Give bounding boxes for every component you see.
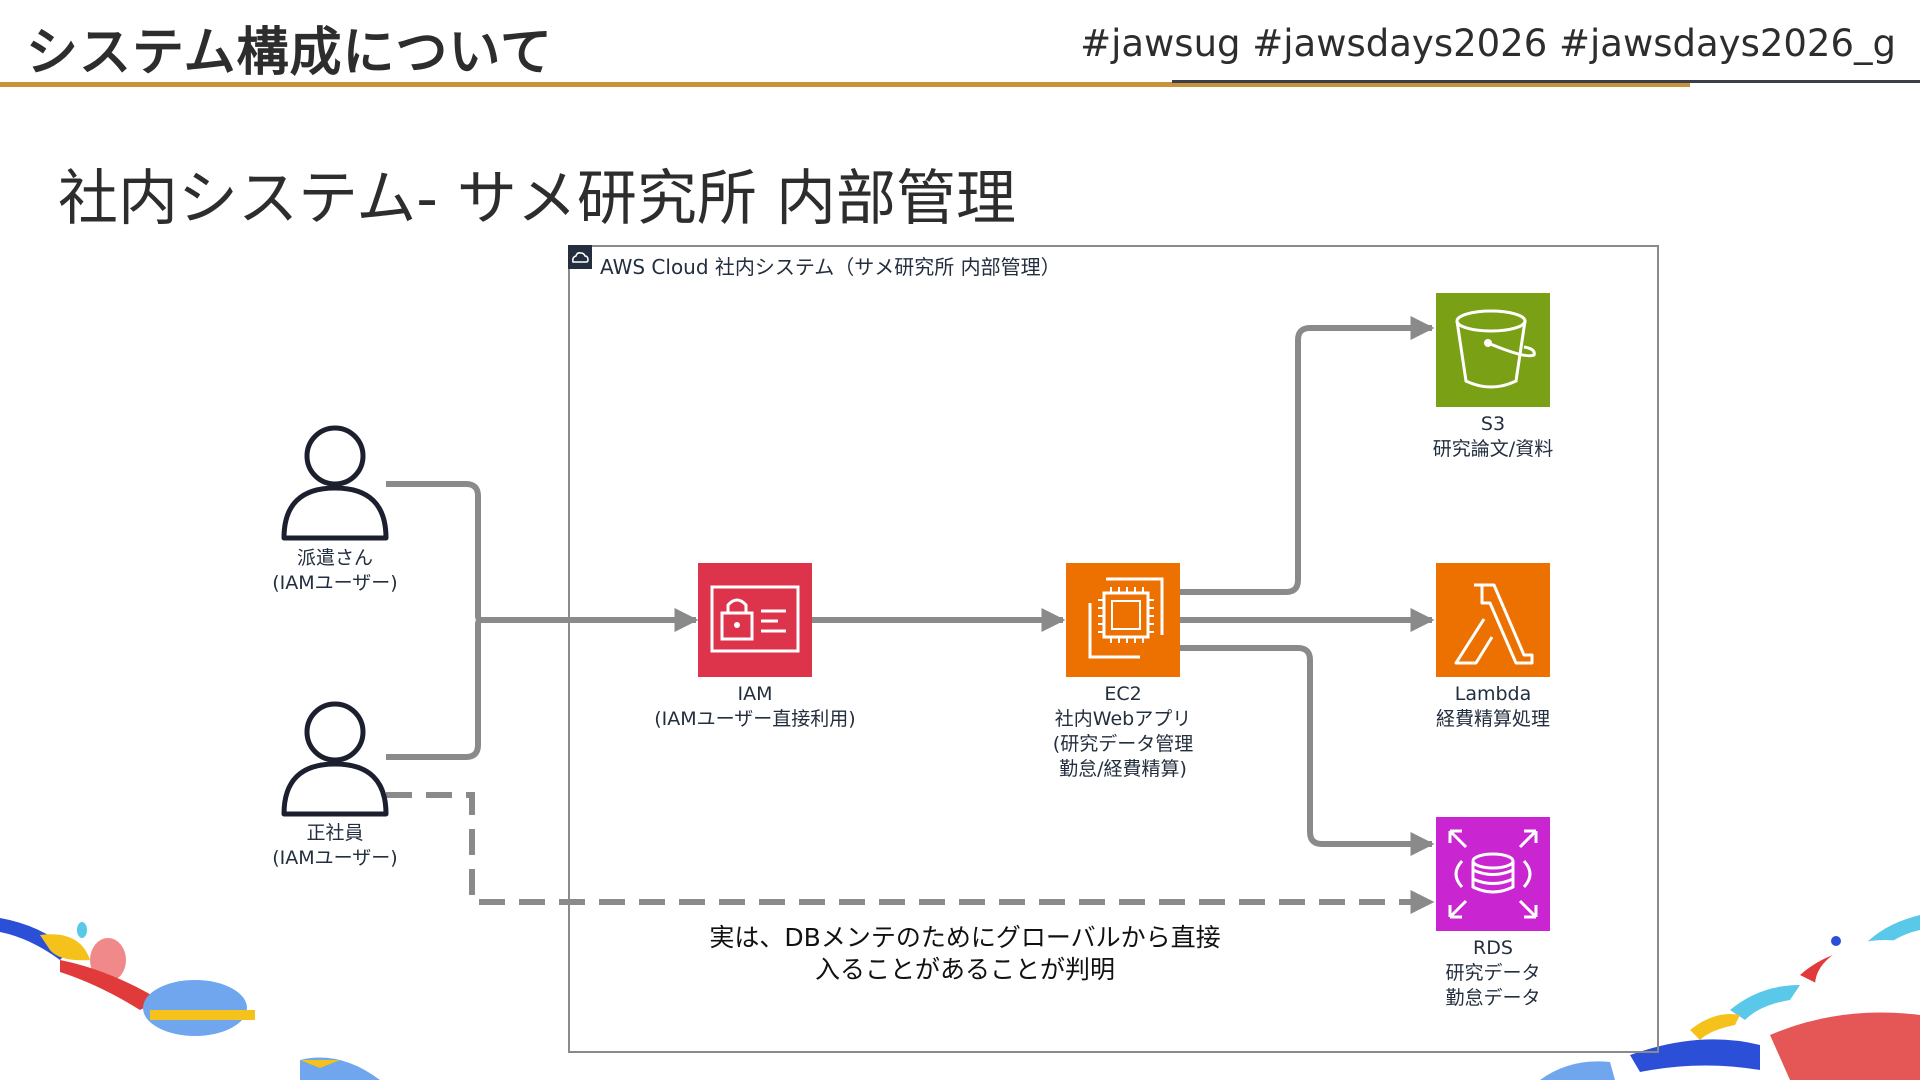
- aws-cloud-label: AWS Cloud 社内システム（サメ研究所 内部管理）: [600, 255, 1061, 279]
- service-name: RDS: [1473, 937, 1513, 959]
- slide-subtitle: 社内システム- サメ研究所 内部管理: [58, 164, 1016, 234]
- service-desc: (IAMユーザー直接利用): [654, 708, 856, 730]
- confetti-bottom-left: [0, 918, 380, 1080]
- aws-cloud-icon: [568, 245, 592, 269]
- arrow-employee-to-rds-dashed: [386, 792, 1435, 914]
- arrow-temp-to-iam: [386, 481, 699, 632]
- actor-role: (IAMユーザー): [272, 847, 398, 869]
- service-desc: (研究データ管理: [1052, 733, 1194, 755]
- arrow-employee-to-iam: [386, 617, 483, 760]
- rds-icon: [1436, 817, 1550, 931]
- note-line: 実は、DBメンテのためにグローバルから直接: [709, 923, 1221, 952]
- service-desc: 研究論文/資料: [1432, 438, 1554, 460]
- actor-temp-staff-label: 派遣さん (IAMユーザー): [240, 546, 430, 596]
- confetti-bottom-right: [1540, 915, 1920, 1080]
- note-line: 入ることがあることが判明: [814, 955, 1115, 984]
- aws-cloud-group: [568, 245, 1659, 1053]
- ec2-caption: EC2 社内Webアプリ (研究データ管理 勤怠/経費精算): [1003, 682, 1243, 782]
- header-rule-dark: [1172, 80, 1920, 83]
- rds-caption: RDS 研究データ 勤怠データ: [1393, 936, 1593, 1011]
- lambda-caption: Lambda 経費精算処理: [1393, 682, 1593, 732]
- service-name: IAM: [737, 683, 773, 705]
- service-desc: 勤怠データ: [1445, 987, 1541, 1009]
- service-desc: 研究データ: [1445, 962, 1541, 984]
- actor-employee-label: 正社員 (IAMユーザー): [240, 821, 430, 871]
- service-desc: 勤怠/経費精算): [1059, 758, 1187, 780]
- ec2-icon: [1066, 563, 1180, 677]
- service-name: EC2: [1104, 683, 1142, 705]
- lambda-icon: [1436, 563, 1550, 677]
- s3-bucket-icon: [1436, 293, 1550, 407]
- header-rule-orange: [0, 82, 1690, 87]
- service-name: S3: [1480, 413, 1506, 435]
- s3-caption: S3 研究論文/資料: [1393, 412, 1593, 462]
- actor-role: (IAMユーザー): [272, 572, 398, 594]
- service-desc: 経費精算処理: [1435, 708, 1550, 730]
- header-title: システム構成について: [26, 23, 553, 83]
- service-desc: 社内Webアプリ: [1054, 708, 1192, 730]
- user-icon: [281, 425, 389, 541]
- iam-caption: IAM (IAMユーザー直接利用): [620, 682, 890, 732]
- arrow-ec2-to-s3: [1180, 316, 1435, 595]
- global-access-note: 実は、DBメンテのためにグローバルから直接 入ることがあることが判明: [680, 922, 1250, 986]
- actor-name: 正社員: [306, 822, 364, 844]
- hashtags: #jawsug #jawsdays2026 #jawsdays2026_g: [1080, 22, 1896, 65]
- arrow-ec2-to-rds: [1180, 645, 1435, 856]
- actor-name: 派遣さん: [296, 547, 373, 569]
- user-icon: [281, 701, 389, 817]
- service-name: Lambda: [1454, 683, 1532, 705]
- iam-icon: [698, 563, 812, 677]
